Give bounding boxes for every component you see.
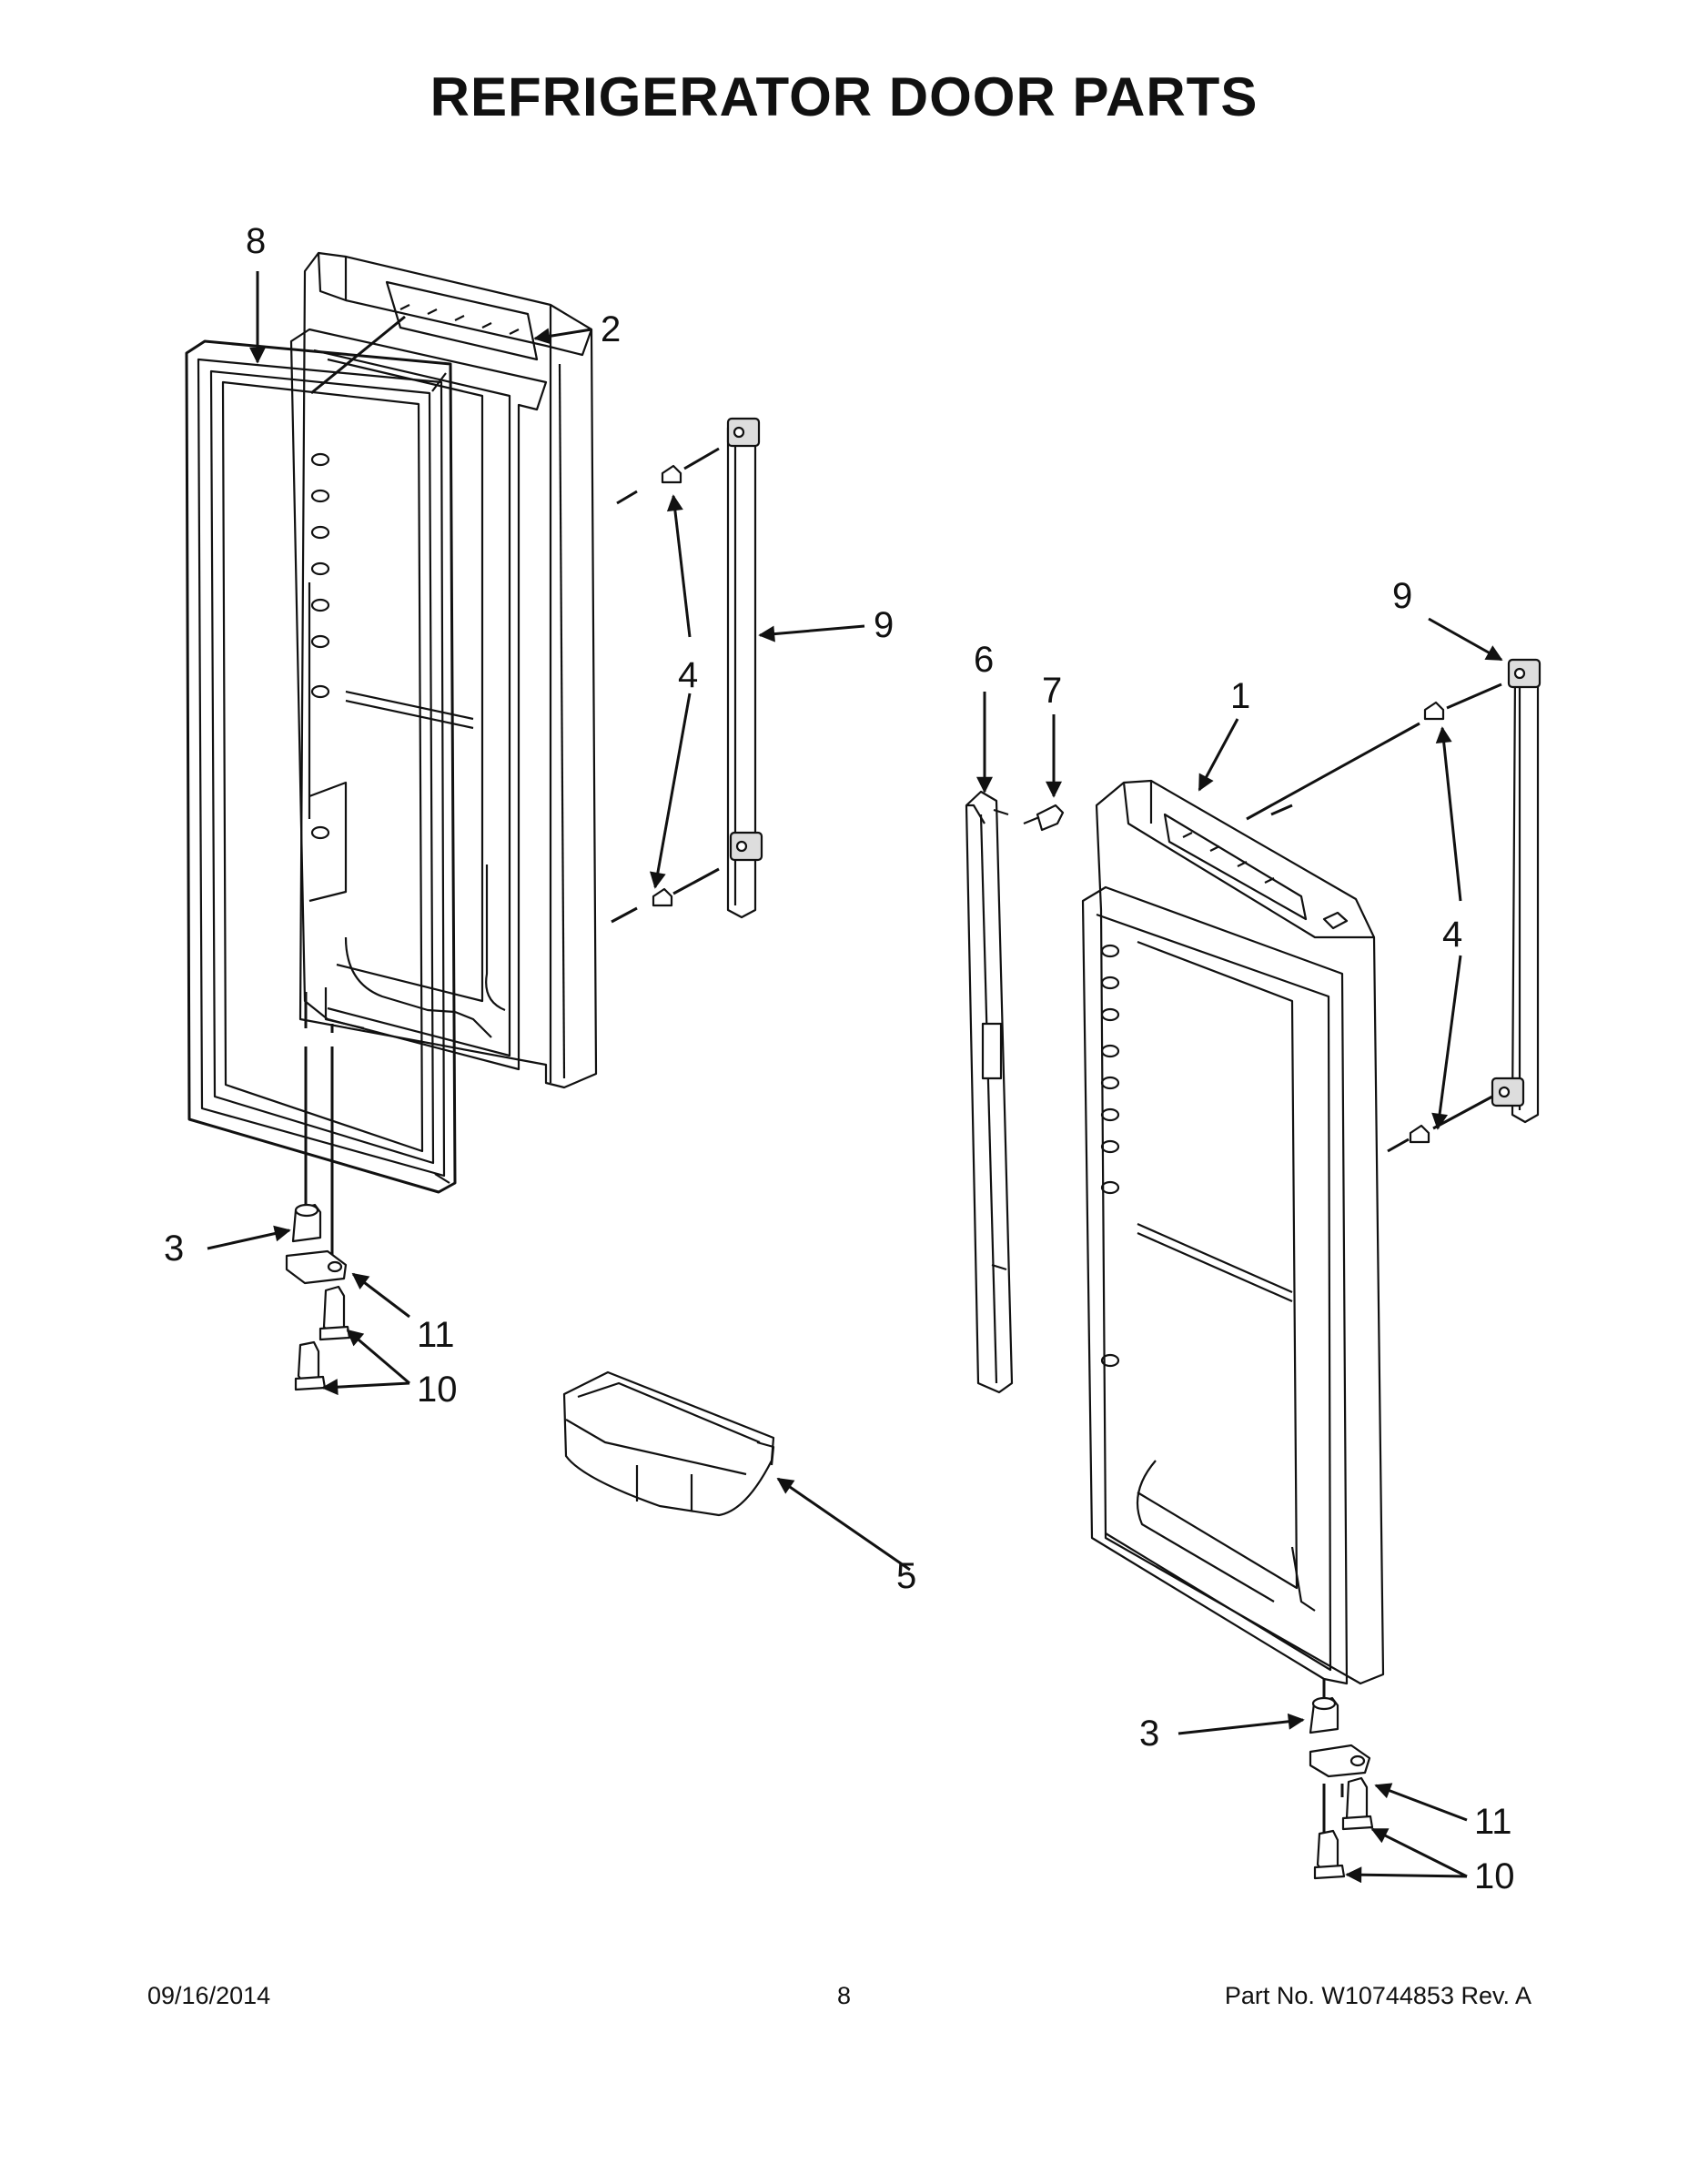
callout-9-right: 9: [1392, 576, 1412, 616]
callout-11-left: 11: [417, 1315, 455, 1355]
left-screws-part-4: [652, 464, 682, 907]
callout-2: 2: [601, 309, 621, 349]
callout-10-left: 10: [417, 1370, 458, 1410]
right-door-shelf-bumps: [1100, 944, 1120, 1368]
arrow-4-right-up: [1435, 726, 1462, 902]
callout-4-right: 4: [1442, 915, 1462, 955]
callout-11-right: 11: [1474, 1802, 1512, 1842]
arrow-4-left-up: [666, 494, 692, 638]
mullion-screw-part-7: [1023, 804, 1065, 832]
leader-arrows: [207, 271, 1503, 1884]
arrow-3-right: [1178, 1713, 1305, 1735]
arrow-5: [776, 1477, 911, 1572]
left-hinge-stack: [285, 992, 351, 1391]
right-trim-bar-part-9: [1491, 658, 1541, 1124]
arrow-11-left: [351, 1272, 410, 1319]
footer-part-number: Part No. W10744853 Rev. A: [1224, 1982, 1531, 2009]
arrow-9-left: [758, 624, 865, 642]
arrow-2: [533, 328, 592, 345]
arrow-3-left: [207, 1225, 291, 1250]
callout-1: 1: [1230, 676, 1250, 716]
door-bin-part-5: [562, 1370, 775, 1517]
right-door-part-1: [1081, 779, 1385, 1685]
callout-6: 6: [974, 640, 994, 680]
page-title: REFRIGERATOR DOOR PARTS: [430, 66, 1258, 127]
callout-3-left: 3: [164, 1228, 184, 1269]
door-gasket-part-8: [185, 339, 457, 1194]
callout-5: 5: [896, 1556, 916, 1596]
callout-4-left: 4: [678, 655, 698, 695]
arrow-10-left-b: [321, 1379, 410, 1396]
callout-8: 8: [246, 221, 266, 261]
arrow-10-right-a: [1370, 1827, 1468, 1878]
arrow-4-right-down: [1431, 955, 1462, 1130]
arrow-4-left-down: [649, 693, 692, 889]
callout-7: 7: [1042, 671, 1062, 711]
left-door-shelf-bumps: [310, 452, 330, 840]
arrow-10-right-b: [1345, 1866, 1468, 1884]
footer-page-number: 8: [836, 1982, 852, 2009]
center-mullion-part-6: [965, 790, 1014, 1394]
left-trim-bar-part-9: [726, 417, 763, 919]
arrow-9-right: [1428, 617, 1503, 662]
callout-9-left: 9: [874, 605, 894, 645]
right-hinge-stack: [1309, 1679, 1374, 1880]
arrow-11-right: [1374, 1783, 1468, 1822]
callout-10-right: 10: [1474, 1856, 1515, 1896]
arrow-1: [1198, 718, 1239, 792]
right-screws-part-4: [1409, 701, 1445, 1144]
callout-labels: 8 2 9 4 3 11 10 5 6 7 1 9 4 3 11 10: [164, 221, 1515, 1896]
callout-3-right: 3: [1139, 1714, 1159, 1754]
gasket-reference-line: [310, 315, 406, 395]
arrow-10-left-a: [346, 1329, 410, 1385]
left-door-part-2: [289, 251, 598, 1089]
footer-date: 09/16/2014: [147, 1982, 271, 2009]
